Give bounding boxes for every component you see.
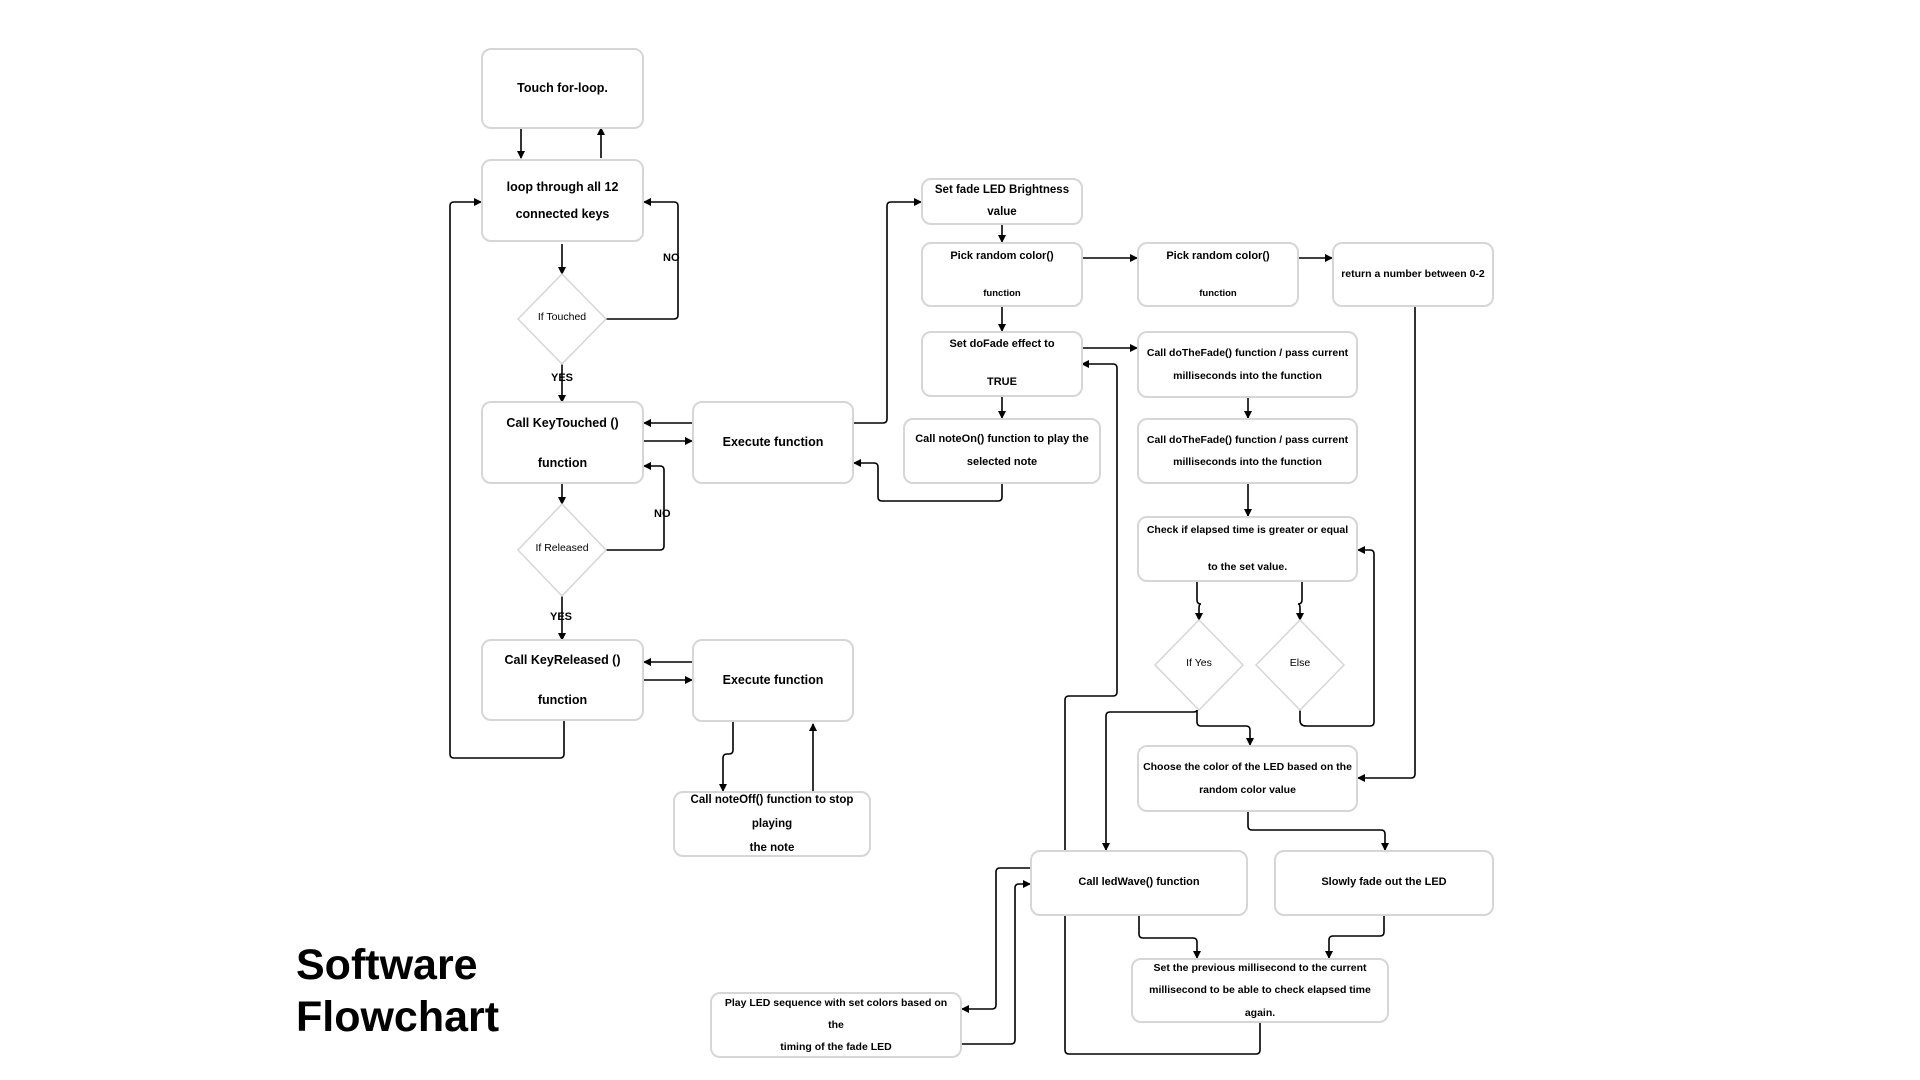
node-touch-for-loop: Touch for-loop. bbox=[481, 48, 644, 129]
edge-iftouched-no bbox=[606, 198, 679, 320]
node-note-on: Call noteOn() function to play the selec… bbox=[903, 418, 1101, 484]
edge-label-no-touched: NO bbox=[663, 252, 680, 264]
edge-label-yes-released: YES bbox=[550, 611, 573, 623]
edge-choose-to-slowly bbox=[1247, 812, 1389, 851]
node-set-previous-millisecond: Set the previous millisecond to the curr… bbox=[1131, 958, 1389, 1023]
edge-execute2-to-noteoff bbox=[719, 721, 734, 792]
edge-ledwave-to-setprevious bbox=[1138, 916, 1201, 959]
if-released-label: If Released bbox=[535, 542, 589, 554]
node-execute-function-2: Execute function bbox=[692, 639, 854, 722]
edge-playled-to-ledwave bbox=[962, 880, 1031, 1045]
else-label: Else bbox=[1289, 657, 1311, 669]
node-do-the-fade-2: Call doTheFade() function / pass current… bbox=[1137, 418, 1358, 484]
diamond-if-touched bbox=[516, 272, 608, 366]
edge-keyreleased-loop-back bbox=[449, 198, 565, 759]
diamond-else bbox=[1254, 618, 1346, 712]
edge-ifyes-to-choose bbox=[1196, 710, 1254, 746]
node-call-keyreleased: Call KeyReleased () function bbox=[481, 639, 644, 721]
edge-ifyes-to-ledwave bbox=[1102, 709, 1198, 851]
edge-label-no-released: NO bbox=[654, 508, 671, 520]
node-pick-random-color-2: Pick random color() function bbox=[1137, 242, 1299, 307]
edge-else-loop-back bbox=[1299, 546, 1375, 727]
edge-check-to-else bbox=[1296, 582, 1304, 621]
node-set-fade-brightness: Set fade LED Brightness value bbox=[921, 178, 1083, 225]
node-pick-random-color-1: Pick random color() function bbox=[921, 242, 1083, 307]
node-loop-through-keys: loop through all 12 connected keys bbox=[481, 159, 644, 242]
edge-noteon-to-execute1 bbox=[853, 459, 1003, 502]
edge-return-to-choose bbox=[1357, 307, 1416, 782]
edge-execute1-to-setfade bbox=[854, 198, 922, 424]
node-slowly-fade-out: Slowly fade out the LED bbox=[1274, 850, 1494, 916]
node-return-number: return a number between 0-2 bbox=[1332, 242, 1494, 307]
if-touched-label: If Touched bbox=[537, 311, 587, 323]
page-title-line-2: Flowchart bbox=[296, 992, 500, 1041]
node-play-led-sequence: Play LED sequence with set colors based … bbox=[710, 992, 962, 1058]
edge-setprevious-to-setdofade bbox=[1064, 360, 1261, 1055]
edge-check-to-ifyes bbox=[1195, 582, 1203, 621]
page-title: Software Flowchart bbox=[296, 940, 499, 1043]
node-check-elapsed-time: Check if elapsed time is greater or equa… bbox=[1137, 516, 1358, 582]
node-note-off: Call noteOff() function to stop playing … bbox=[673, 791, 871, 857]
node-call-keytouched: Call KeyTouched () function bbox=[481, 401, 644, 484]
diamond-if-yes bbox=[1153, 618, 1245, 712]
node-call-ledwave: Call ledWave() function bbox=[1030, 850, 1248, 916]
node-choose-led-color: Choose the color of the LED based on the… bbox=[1137, 745, 1358, 812]
edge-ifreleased-no bbox=[606, 462, 665, 551]
node-set-dofade: Set doFade effect to TRUE bbox=[921, 331, 1083, 397]
edge-slowly-to-setprevious bbox=[1325, 916, 1385, 959]
node-execute-function-1: Execute function bbox=[692, 401, 854, 484]
diamond-if-released bbox=[516, 502, 608, 598]
if-yes-label: If Yes bbox=[1186, 657, 1212, 669]
node-do-the-fade-1: Call doTheFade() function / pass current… bbox=[1137, 331, 1358, 398]
edge-ledwave-to-playled bbox=[961, 867, 1030, 1013]
page-title-line-1: Software bbox=[296, 941, 478, 989]
edge-label-yes-touched: YES bbox=[551, 372, 574, 384]
